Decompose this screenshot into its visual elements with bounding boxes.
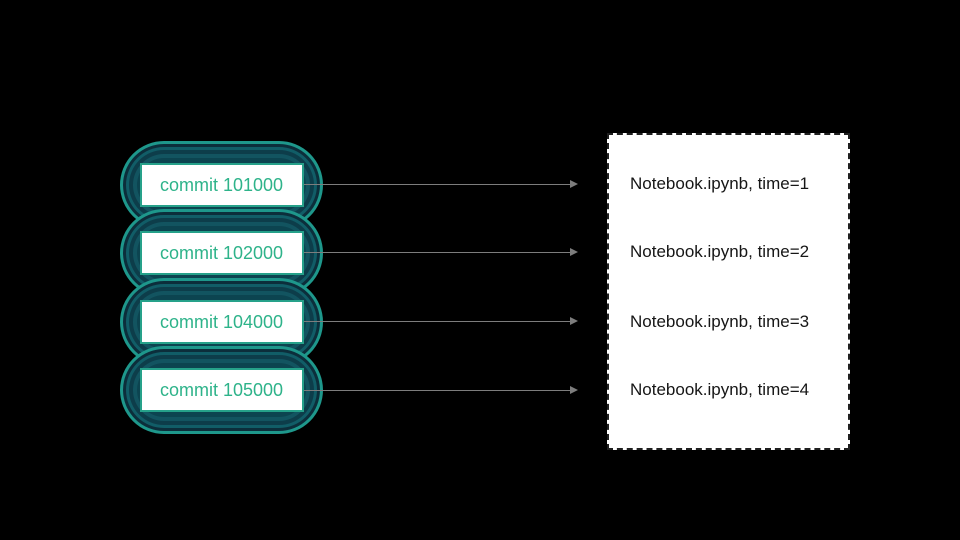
arrow-commit1-to-snapshot1: [304, 180, 578, 188]
notebook-snapshot-3: Notebook.ipynb, time=3: [630, 312, 810, 331]
commit-label-3: commit 104000: [159, 311, 284, 332]
commit-label-box-2: commit 102000: [139, 231, 304, 275]
notebook-snapshot-2: Notebook.ipynb, time=2: [630, 242, 810, 261]
commit-label-box-4: commit 105000: [139, 368, 304, 412]
commit-node-4: commit 105000: [120, 346, 323, 434]
arrow-commit4-to-snapshot4: [304, 386, 578, 394]
notebook-snapshot-1: Notebook.ipynb, time=1: [630, 174, 810, 193]
arrow-commit3-to-snapshot3: [304, 317, 578, 325]
commit-label-2: commit 102000: [159, 242, 284, 263]
commit-label-1: commit 101000: [159, 174, 284, 195]
commit-label-4: commit 105000: [159, 379, 284, 400]
commit-label-box-3: commit 104000: [139, 300, 304, 344]
arrow-commit2-to-snapshot2: [304, 248, 578, 256]
notebook-snapshot-4: Notebook.ipynb, time=4: [630, 380, 810, 399]
commit-label-box-1: commit 101000: [139, 163, 304, 207]
notebook-snapshots-box: [607, 133, 850, 450]
